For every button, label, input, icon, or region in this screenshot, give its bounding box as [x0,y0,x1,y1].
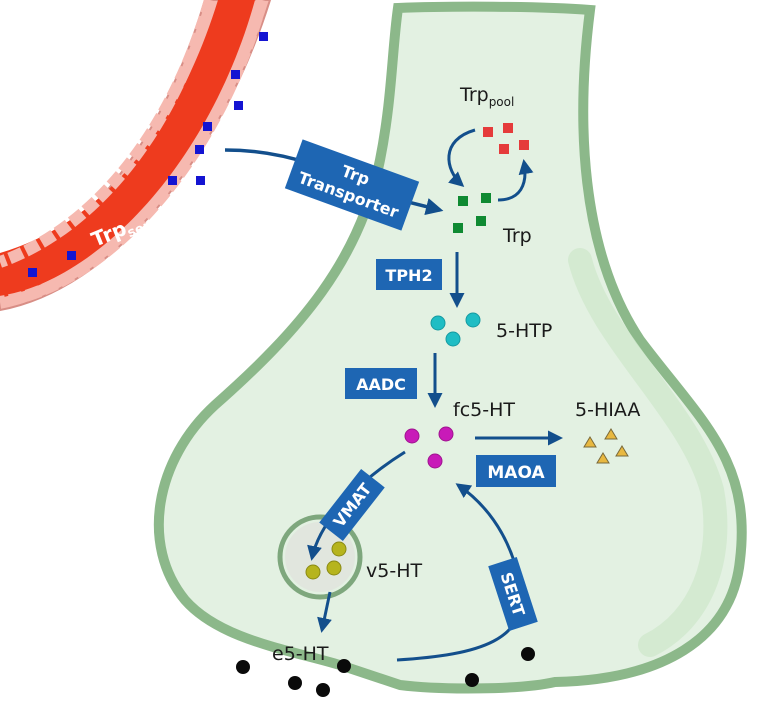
maoa-box: MAOA [476,455,556,487]
trp-transporter-box: Trp Transporter [284,139,420,231]
v5ht-markers [305,541,347,580]
hiaa-markers [583,428,629,464]
tph2-box: TPH2 [376,259,442,290]
e5ht-markers [236,647,535,697]
htp-label: 5-HTP [496,320,552,342]
trp-to-pool-arrow [497,159,534,202]
trp-pool-markers [483,123,529,154]
pool-to-trp-arrow [447,128,476,187]
svg-text:AADC: AADC [356,375,406,394]
trp-markers [453,193,491,233]
aadc-box: AADC [345,368,417,399]
neuron-terminal [153,1,747,694]
htp-markers [430,312,481,347]
sert-box: SERT [488,557,538,631]
trp-serum-markers [28,32,268,277]
hiaa-label: 5-HIAA [575,399,640,421]
svg-text:TPH2: TPH2 [385,266,432,285]
blood-vessel [0,0,272,312]
neuron-inner-highlight [568,248,728,657]
trp-label: Trp [502,225,532,247]
e5ht-label: e5-HT [272,643,329,665]
v5ht-label: v5-HT [366,560,422,582]
fc5ht-label: fc5-HT [453,399,515,421]
trp-pool-label: Trppool [459,84,514,109]
svg-text:MAOA: MAOA [487,463,545,483]
release-arrow [317,591,332,633]
fc5ht-markers [404,426,454,469]
